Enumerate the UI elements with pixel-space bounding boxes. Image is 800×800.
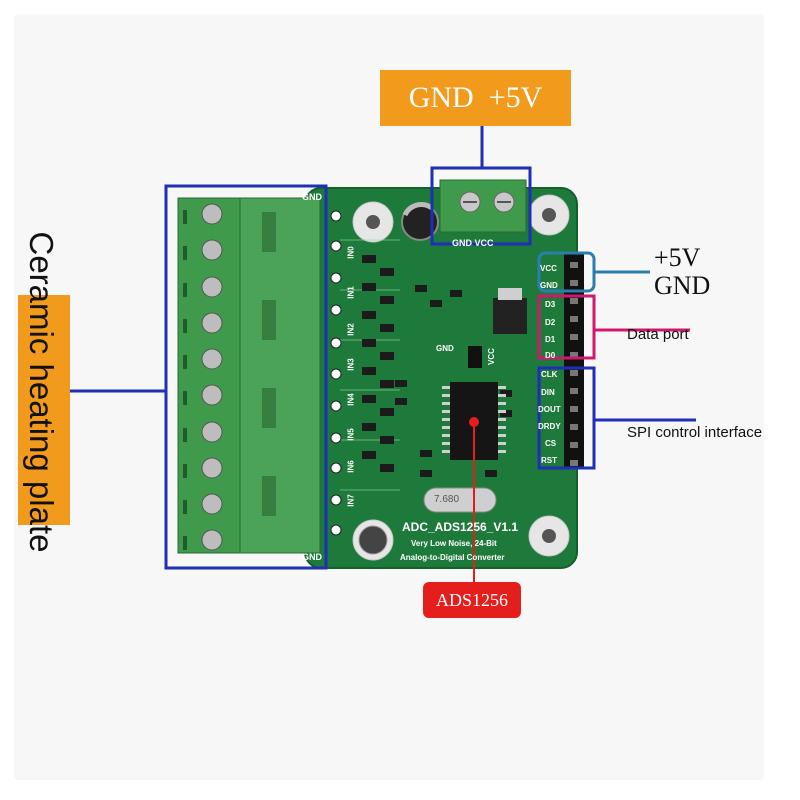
spi-highlight: [537, 366, 596, 470]
input-label-in3: IN3: [346, 358, 356, 371]
header-pin-din: DIN: [541, 388, 555, 397]
input-label-in4: IN4: [346, 393, 356, 406]
input-label-in7: IN7: [346, 494, 356, 507]
jumper: [468, 346, 482, 368]
header-pin-d1: D1: [545, 335, 556, 344]
jumper-gnd-label: GND: [436, 344, 454, 353]
gnd-callout: GND: [654, 271, 711, 300]
header-pin-dout: DOUT: [538, 405, 561, 414]
header-pin-clk: CLK: [541, 370, 558, 379]
input-label-in6: IN6: [346, 460, 356, 473]
smd-components: [362, 255, 512, 477]
terminal-gnd-bottom: GND: [302, 552, 322, 562]
chip-marker: [469, 417, 479, 427]
voltage-regulator: [493, 298, 527, 334]
top-connector-label: GND VCC: [452, 238, 494, 248]
input-highlight-box: [164, 184, 328, 570]
header-pin-cs: CS: [545, 439, 557, 448]
data-port-callout: Data port: [627, 326, 689, 343]
header-pin-drdy: DRDY: [538, 422, 561, 431]
ceramic-label-background: [18, 295, 70, 525]
crystal: [423, 487, 497, 513]
input-label-in5: IN5: [346, 428, 356, 441]
crystal-label: 7.680: [434, 494, 460, 505]
potentiometer: [358, 525, 388, 555]
header-pin-vcc: VCC: [540, 264, 557, 273]
input-label-in1: IN1: [346, 286, 356, 299]
board-name: ADC_ADS1256_V1.1: [402, 520, 519, 534]
input-label-in2: IN2: [346, 323, 356, 336]
board-subtitle-1: Very Low Noise, 24-Bit: [411, 539, 497, 548]
input-pads: [330, 210, 342, 536]
ceramic-heating-plate-label: Ceramic heating plate: [23, 231, 60, 553]
header-pin-d3: D3: [545, 300, 556, 309]
data-port-highlight: [537, 294, 596, 360]
header-pin-gnd: GND: [540, 281, 558, 290]
power-input-label: GND +5V: [380, 70, 571, 126]
terminal-gnd-top: GND: [302, 192, 322, 202]
spi-callout: SPI control interface: [627, 424, 763, 441]
ads1256-badge: ADS1256: [423, 582, 521, 618]
pin-header: [564, 252, 584, 468]
input-label-in0: IN0: [346, 246, 356, 259]
jumper-vcc-label: VCC: [486, 348, 496, 365]
terminal-screws: [201, 203, 223, 551]
board-subtitle-2: Analog-to-Digital Converter: [400, 553, 505, 562]
vcc-callout: +5V: [654, 243, 701, 272]
header-pin-d2: D2: [545, 318, 556, 327]
header-pin-d0: D0: [545, 351, 556, 360]
header-pin-rst: RST: [541, 456, 557, 465]
power-terminal-block: [439, 179, 527, 233]
